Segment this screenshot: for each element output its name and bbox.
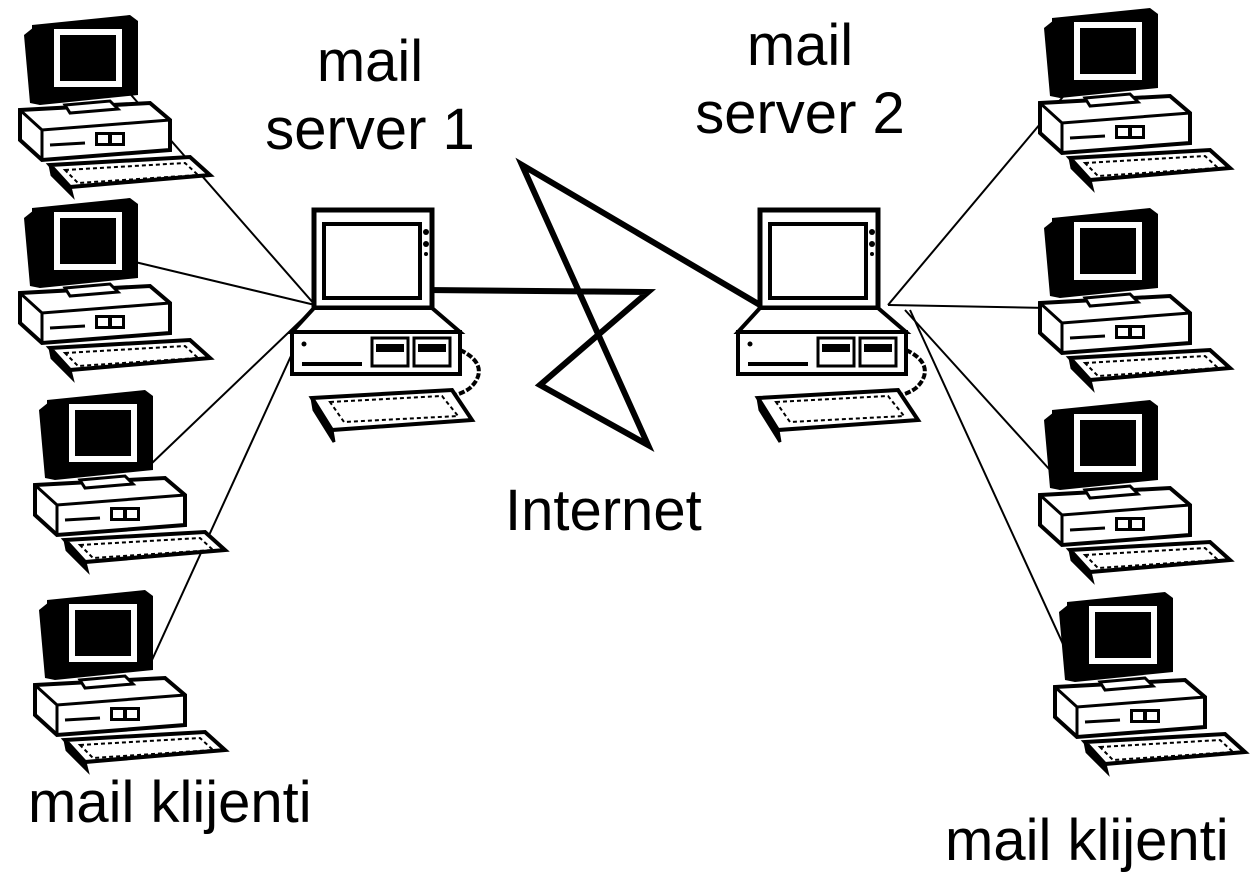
link-left-client-3 [149, 309, 313, 466]
mail-server-1-label-line1: mail [316, 29, 424, 94]
internet-link [424, 157, 762, 453]
link-right-client-2 [887, 304, 1049, 309]
client-computer-right-4 [1053, 590, 1247, 774]
client-computer-right-3 [1038, 398, 1232, 582]
link-right-client-3 [904, 309, 1051, 471]
client-computer-right-2 [1038, 206, 1232, 390]
link-left-client-2 [134, 261, 316, 306]
mail-server-1-computer [292, 210, 479, 442]
mail-clients-left-label: mail klijenti [28, 770, 312, 835]
mail-server-2-computer [738, 210, 925, 442]
client-links-right [887, 85, 1073, 656]
mail-server-2-label: mail server 2 [670, 12, 930, 149]
mail-server-1-label-line2: server 1 [265, 97, 475, 163]
mail-server-2-label-line1: mail [746, 13, 854, 78]
client-computer-right-1 [1038, 6, 1232, 190]
client-computer-left-2 [18, 196, 212, 380]
link-right-client-4 [909, 309, 1069, 656]
internet-label: Internet [505, 478, 702, 543]
mail-clients-right-label: mail klijenti [945, 808, 1229, 873]
link-left-client-4 [151, 309, 313, 661]
client-computer-left-3 [33, 388, 227, 572]
client-computer-left-4 [33, 588, 227, 772]
mail-server-2-label-line2: server 2 [695, 81, 905, 147]
mail-server-1-label: mail server 1 [240, 28, 500, 165]
client-computer-left-1 [18, 13, 212, 197]
